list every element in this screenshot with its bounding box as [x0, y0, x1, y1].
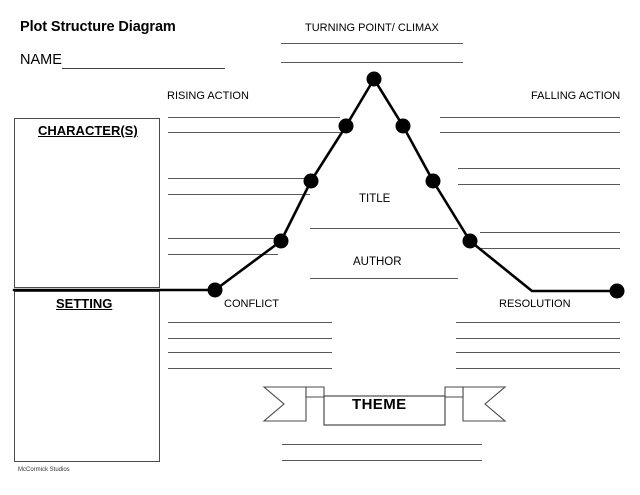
- writing-line[interactable]: [281, 62, 463, 63]
- writing-line[interactable]: [282, 460, 482, 461]
- banner-center-plate: [323, 395, 446, 426]
- writing-line[interactable]: [168, 117, 340, 118]
- writing-line[interactable]: [456, 338, 620, 339]
- writing-line[interactable]: [282, 444, 482, 445]
- writing-line[interactable]: [458, 168, 620, 169]
- writing-line[interactable]: [168, 338, 332, 339]
- writing-line[interactable]: [168, 178, 310, 179]
- theme-label: THEME: [352, 396, 407, 413]
- theme-banner[interactable]: [262, 380, 507, 428]
- writing-line[interactable]: [480, 232, 620, 233]
- setting-label: SETTING: [56, 296, 113, 311]
- writing-line[interactable]: [456, 352, 620, 353]
- writing-line[interactable]: [310, 278, 458, 279]
- writing-line[interactable]: [168, 194, 310, 195]
- writing-line[interactable]: [168, 254, 278, 255]
- writing-line[interactable]: [480, 248, 620, 249]
- banner-left-tail: [262, 386, 307, 422]
- writing-line[interactable]: [281, 43, 463, 44]
- resolution-label: RESOLUTION: [499, 298, 571, 310]
- writing-line[interactable]: [458, 184, 620, 185]
- name-label: NAME: [20, 52, 62, 68]
- writing-line[interactable]: [168, 352, 332, 353]
- writing-line[interactable]: [456, 368, 620, 369]
- writing-line[interactable]: [168, 132, 340, 133]
- writing-line[interactable]: [168, 322, 332, 323]
- climax-label: TURNING POINT/ CLIMAX: [305, 22, 439, 34]
- writing-line[interactable]: [440, 132, 620, 133]
- name-input-line[interactable]: [62, 68, 225, 69]
- banner-right-fold: [444, 386, 464, 398]
- page-title: Plot Structure Diagram: [20, 19, 176, 35]
- banner-right-tail: [462, 386, 507, 422]
- credit-text: McCormick Studios: [18, 467, 70, 473]
- writing-line[interactable]: [440, 117, 620, 118]
- conflict-label: CONFLICT: [224, 298, 279, 310]
- writing-line[interactable]: [168, 368, 332, 369]
- writing-line[interactable]: [456, 322, 620, 323]
- banner-left-fold: [305, 386, 325, 398]
- writing-line[interactable]: [310, 228, 458, 229]
- writing-line[interactable]: [168, 238, 278, 239]
